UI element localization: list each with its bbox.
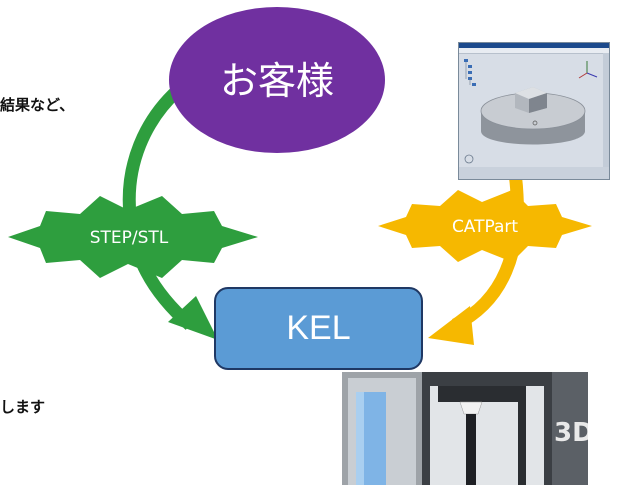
printer-icon [342,372,588,485]
cad-titlebar [459,43,609,48]
step-stl-label: STEP/STL [90,228,169,248]
cad-bottom-toolbar [459,167,609,179]
3d-printer-illustration: 3D [342,372,588,485]
gold-arrowhead [428,306,474,345]
green-starburst [8,196,258,278]
customer-ellipse [169,7,385,153]
gold-starburst [378,190,592,262]
cad-right-toolbar [603,53,609,167]
customer-label: お客様 [220,59,334,103]
cad-screenshot [458,42,610,180]
kel-node: KEL [214,287,423,370]
side-text-top: 結果など、 [0,96,75,114]
cad-tree-icon [464,59,476,86]
side-text-bottom: します [0,398,46,416]
kel-label: KEL [286,309,351,347]
printer-3d-label: 3D [554,418,588,448]
catpart-label: CATPart [452,217,518,237]
green-arrowhead [168,296,218,340]
cad-menubar [459,48,609,54]
cad-model-icon [464,61,598,164]
